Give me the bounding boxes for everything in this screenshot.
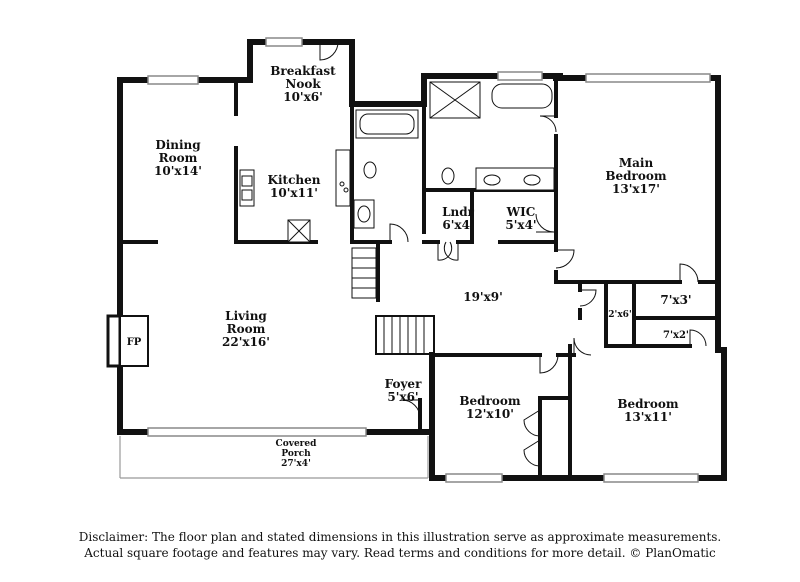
kitchen-dims: 10'x11' [270,186,318,200]
fireplace-label: FP [127,337,142,348]
kitchen-fixtures [239,149,351,243]
room-labels: Breakfast Nook 10'x6' Dining Room 10'x14… [127,64,692,469]
hall-dims: 19'x9' [463,290,503,304]
bedroom-2-dims: 12'x10' [466,407,514,421]
bathroom-fixtures [353,81,555,229]
bedroom-3-dims: 13'x11' [624,410,672,424]
laundry-dims: 6'x4' [442,218,473,232]
living-room-label: Living [225,309,267,323]
main-bedroom-dims: 13'x17' [612,182,660,196]
wic-label: WIC [506,205,536,219]
bedroom-2-label: Bedroom [459,394,520,408]
breakfast-nook-dims: 10'x6' [283,90,323,104]
stairs [351,247,435,355]
living-room-dims: 22'x16' [222,335,270,349]
foyer-label: Foyer [385,377,422,391]
living-room-label-2: Room [227,322,266,336]
main-bedroom-label-2: Bedroom [605,169,666,183]
floor-plan: Breakfast Nook 10'x6' Dining Room 10'x14… [106,37,727,483]
disclaimer-line-1: Disclaimer: The floor plan and stated di… [78,530,722,544]
closet-a-dims: 2'x6' [608,310,631,320]
disclaimer-line-2: Actual square footage and features may v… [84,546,716,560]
main-bedroom-label: Main [619,156,654,170]
covered-porch-label-2: Porch [281,449,311,459]
closet-c-dims: 7'x2' [663,330,689,341]
dining-room-label-2: Room [159,151,198,165]
closet-b-dims: 7'x3' [660,293,691,307]
bedroom-3-label: Bedroom [617,397,678,411]
fireplace [106,314,149,368]
foyer-dims: 5'x6' [387,390,418,404]
breakfast-nook-label: Breakfast [270,64,336,78]
covered-porch-dims: 27'x4' [281,459,311,469]
dining-room-dims: 10'x14' [154,164,202,178]
dining-room-label: Dining [155,138,201,152]
interior-walls [118,76,720,480]
doors [319,41,707,467]
kitchen-label: Kitchen [268,173,321,187]
laundry-label: Lndr [442,205,475,219]
windows [147,37,711,483]
covered-porch-label: Covered [276,439,318,449]
covered-porch-outline [119,436,429,479]
breakfast-nook-label-2: Nook [285,77,321,91]
wic-dims: 5'x4' [505,218,536,232]
